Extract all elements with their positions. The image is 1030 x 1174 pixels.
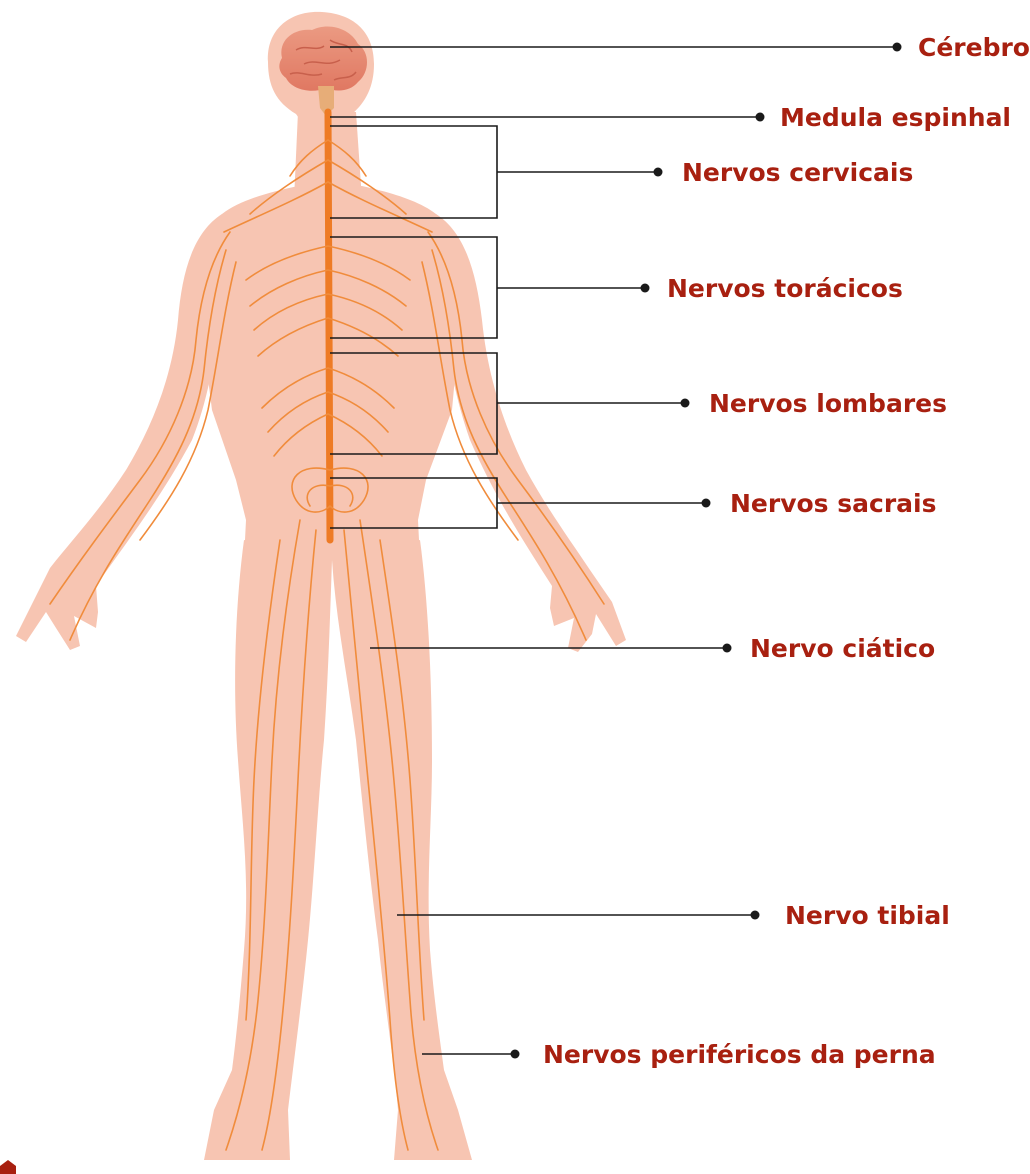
dot-tibial bbox=[751, 911, 760, 920]
dot-thoracic bbox=[641, 284, 650, 293]
body-silhouette bbox=[16, 12, 626, 1160]
dot-brain bbox=[893, 43, 902, 52]
dot-sacral bbox=[702, 499, 711, 508]
label-lumbar: Nervos lombares bbox=[709, 389, 947, 418]
dot-spinal-cord bbox=[756, 113, 765, 122]
right-arm bbox=[436, 214, 626, 652]
label-sciatic: Nervo ciático bbox=[750, 634, 935, 663]
left-arm bbox=[16, 214, 222, 650]
dot-cervical bbox=[654, 168, 663, 177]
label-thoracic: Nervos torácicos bbox=[667, 274, 903, 303]
dot-lumbar bbox=[681, 399, 690, 408]
dot-sciatic bbox=[723, 644, 732, 653]
label-spinal-cord: Medula espinhal bbox=[780, 103, 1011, 132]
corner-mark bbox=[0, 1160, 16, 1174]
label-sacral: Nervos sacrais bbox=[730, 489, 936, 518]
label-brain: Cérebro bbox=[918, 33, 1030, 62]
spinal-cord bbox=[328, 112, 330, 540]
dot-peripheral-leg bbox=[511, 1050, 520, 1059]
label-cervical: Nervos cervicais bbox=[682, 158, 913, 187]
labels: Cérebro Medula espinhal Nervos cervicais… bbox=[543, 33, 1030, 1069]
label-tibial: Nervo tibial bbox=[785, 901, 950, 930]
right-leg bbox=[332, 540, 472, 1160]
label-peripheral-leg: Nervos periféricos da perna bbox=[543, 1040, 936, 1069]
